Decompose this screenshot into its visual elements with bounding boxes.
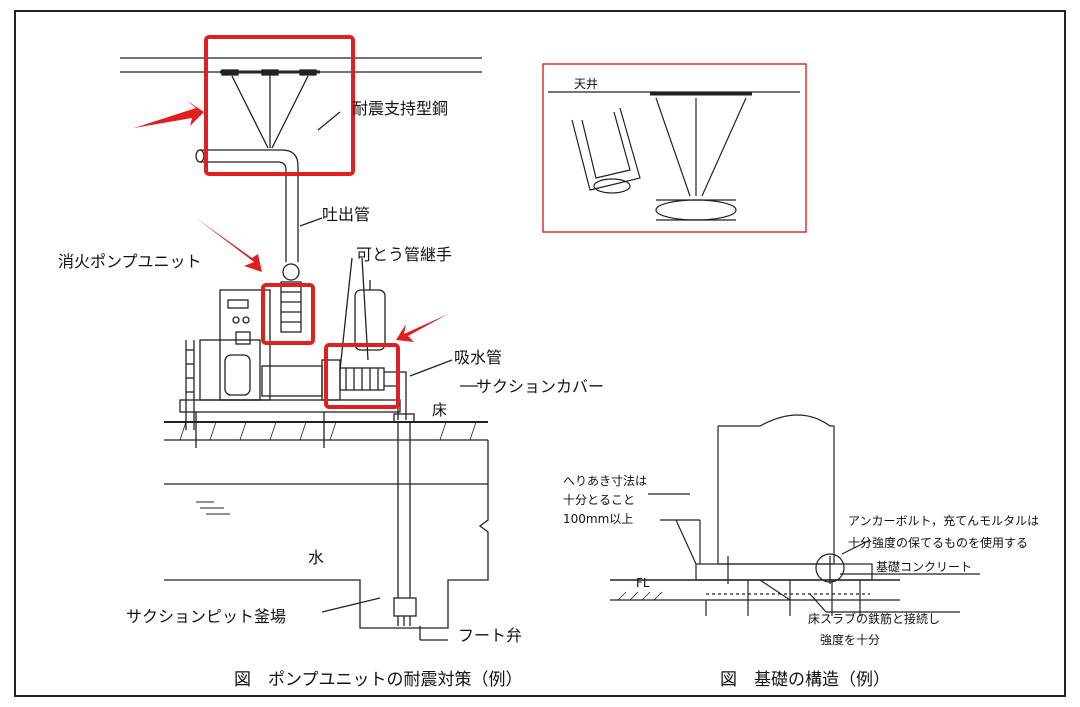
label-foot-valve: フート弁 [458,626,523,645]
label-edge-distance-3: 100mm以上 [563,512,634,526]
label-pump-unit: 消火ポンプユニット [58,252,202,271]
motor [199,339,261,401]
inset-box [542,63,807,233]
label-slab-1: 床スラブの鉄筋と接続し [808,612,941,626]
red-arrow [396,314,448,342]
red-arrow [134,100,204,128]
label-suction-pit: サクションピット釜場 [126,607,287,626]
label-flexible-joint: 可とう管継手 [356,245,453,264]
label-water: 水 [306,548,327,567]
label-slab-2: 強度を十分 [820,633,881,647]
label-ceiling: 天井 [574,77,599,91]
label-edge-distance-1: へりあき寸法は [563,474,648,488]
right-figure-caption: 図 基礎の構造（例） [720,670,890,690]
leader-line [317,111,341,131]
figure-frame [14,10,1066,697]
foundation-drawing [610,414,980,616]
label-suction-cover: サクションカバー [476,377,605,396]
highlight-box-support [204,35,355,176]
foot-valve [393,597,417,617]
red-arrow [196,218,262,272]
pump-body [261,365,323,397]
label-floor: 床 [430,401,450,419]
highlight-box-suction [324,343,400,409]
label-discharge-pipe: 吐出管 [322,205,371,224]
left-figure-caption: 図 ポンプユニットの耐震対策（例） [234,670,523,690]
label-fl: FL [636,576,650,590]
label-seismic-support: 耐震支持型鋼 [352,99,449,118]
pump-base [179,399,401,413]
support-strut [271,75,309,149]
label-anchor-1: アンカーボルト，充てんモルタルは [848,514,1040,528]
discharge-pipe [200,149,299,262]
label-edge-distance-2: 十分とること [563,493,636,507]
inset-drawing [548,91,800,221]
highlight-box-joint [261,283,315,345]
label-anchor-2: 十分強度の保てるものを使用する [848,536,1029,550]
label-suction-pipe: 吸水管 [454,348,503,367]
label-foundation-concrete: 基礎コンクリート [876,560,973,574]
support-strut [231,75,269,149]
pressure-tank [354,289,386,351]
